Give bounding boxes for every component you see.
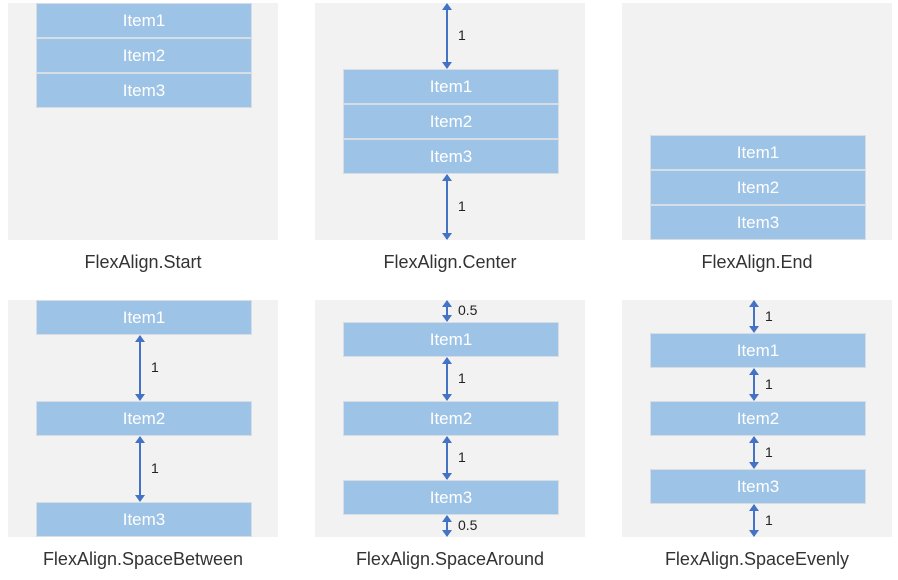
double-arrow-icon <box>135 436 145 502</box>
double-arrow-icon <box>442 436 452 480</box>
flex-item: Item2 <box>343 104 559 139</box>
gap-ratio-label: 1 <box>458 449 466 465</box>
gap-ratio-label: 1 <box>151 359 159 375</box>
double-arrow-icon <box>442 174 452 240</box>
gap-ratio-label: 1 <box>765 443 773 460</box>
flex-item: Item3 <box>343 139 559 174</box>
double-arrow-icon <box>442 3 452 69</box>
double-arrow-icon <box>749 436 759 469</box>
flex-item: Item1 <box>343 322 559 357</box>
panel-caption: FlexAlign.SpaceBetween <box>42 549 244 569</box>
double-arrow-icon <box>749 300 759 333</box>
gap-ratio-label: 1 <box>151 460 159 476</box>
panel-caption: FlexAlign.Start <box>84 252 202 272</box>
flex-item: Item1 <box>650 333 866 368</box>
flex-item: Item1 <box>36 300 252 335</box>
gap-ratio-label: 0.5 <box>458 302 478 318</box>
flex-item: Item1 <box>36 3 252 38</box>
flex-item: Item3 <box>650 469 866 504</box>
gap-ratio-label: 1 <box>765 511 773 528</box>
double-arrow-icon <box>749 368 759 401</box>
flex-item: Item3 <box>650 205 866 240</box>
panel-caption: FlexAlign.End <box>701 252 813 272</box>
gap-ratio-label: 1 <box>458 27 466 43</box>
gap-ratio-label: 1 <box>458 198 466 214</box>
double-arrow-icon <box>749 504 759 537</box>
panel-caption: FlexAlign.SpaceEvenly <box>664 549 850 569</box>
flex-item: Item2 <box>343 401 559 436</box>
flex-item: Item2 <box>650 401 866 436</box>
flex-item: Item2 <box>36 401 252 436</box>
panel-caption: FlexAlign.SpaceAround <box>355 549 545 569</box>
flex-item: Item1 <box>343 69 559 104</box>
double-arrow-icon <box>135 335 145 401</box>
flex-item: Item2 <box>650 170 866 205</box>
gap-ratio-label: 1 <box>458 370 466 386</box>
panel-caption: FlexAlign.Center <box>383 252 517 272</box>
flex-item: Item2 <box>36 38 252 73</box>
flex-item: Item3 <box>36 73 252 108</box>
double-arrow-icon <box>442 300 452 322</box>
gap-ratio-label: 1 <box>765 307 773 324</box>
flex-item: Item3 <box>343 480 559 515</box>
flex-item: Item3 <box>36 502 252 537</box>
gap-ratio-label: 0.5 <box>458 517 478 533</box>
double-arrow-icon <box>442 515 452 537</box>
double-arrow-icon <box>442 357 452 401</box>
flex-item: Item1 <box>650 135 866 170</box>
gap-ratio-label: 1 <box>765 375 773 392</box>
